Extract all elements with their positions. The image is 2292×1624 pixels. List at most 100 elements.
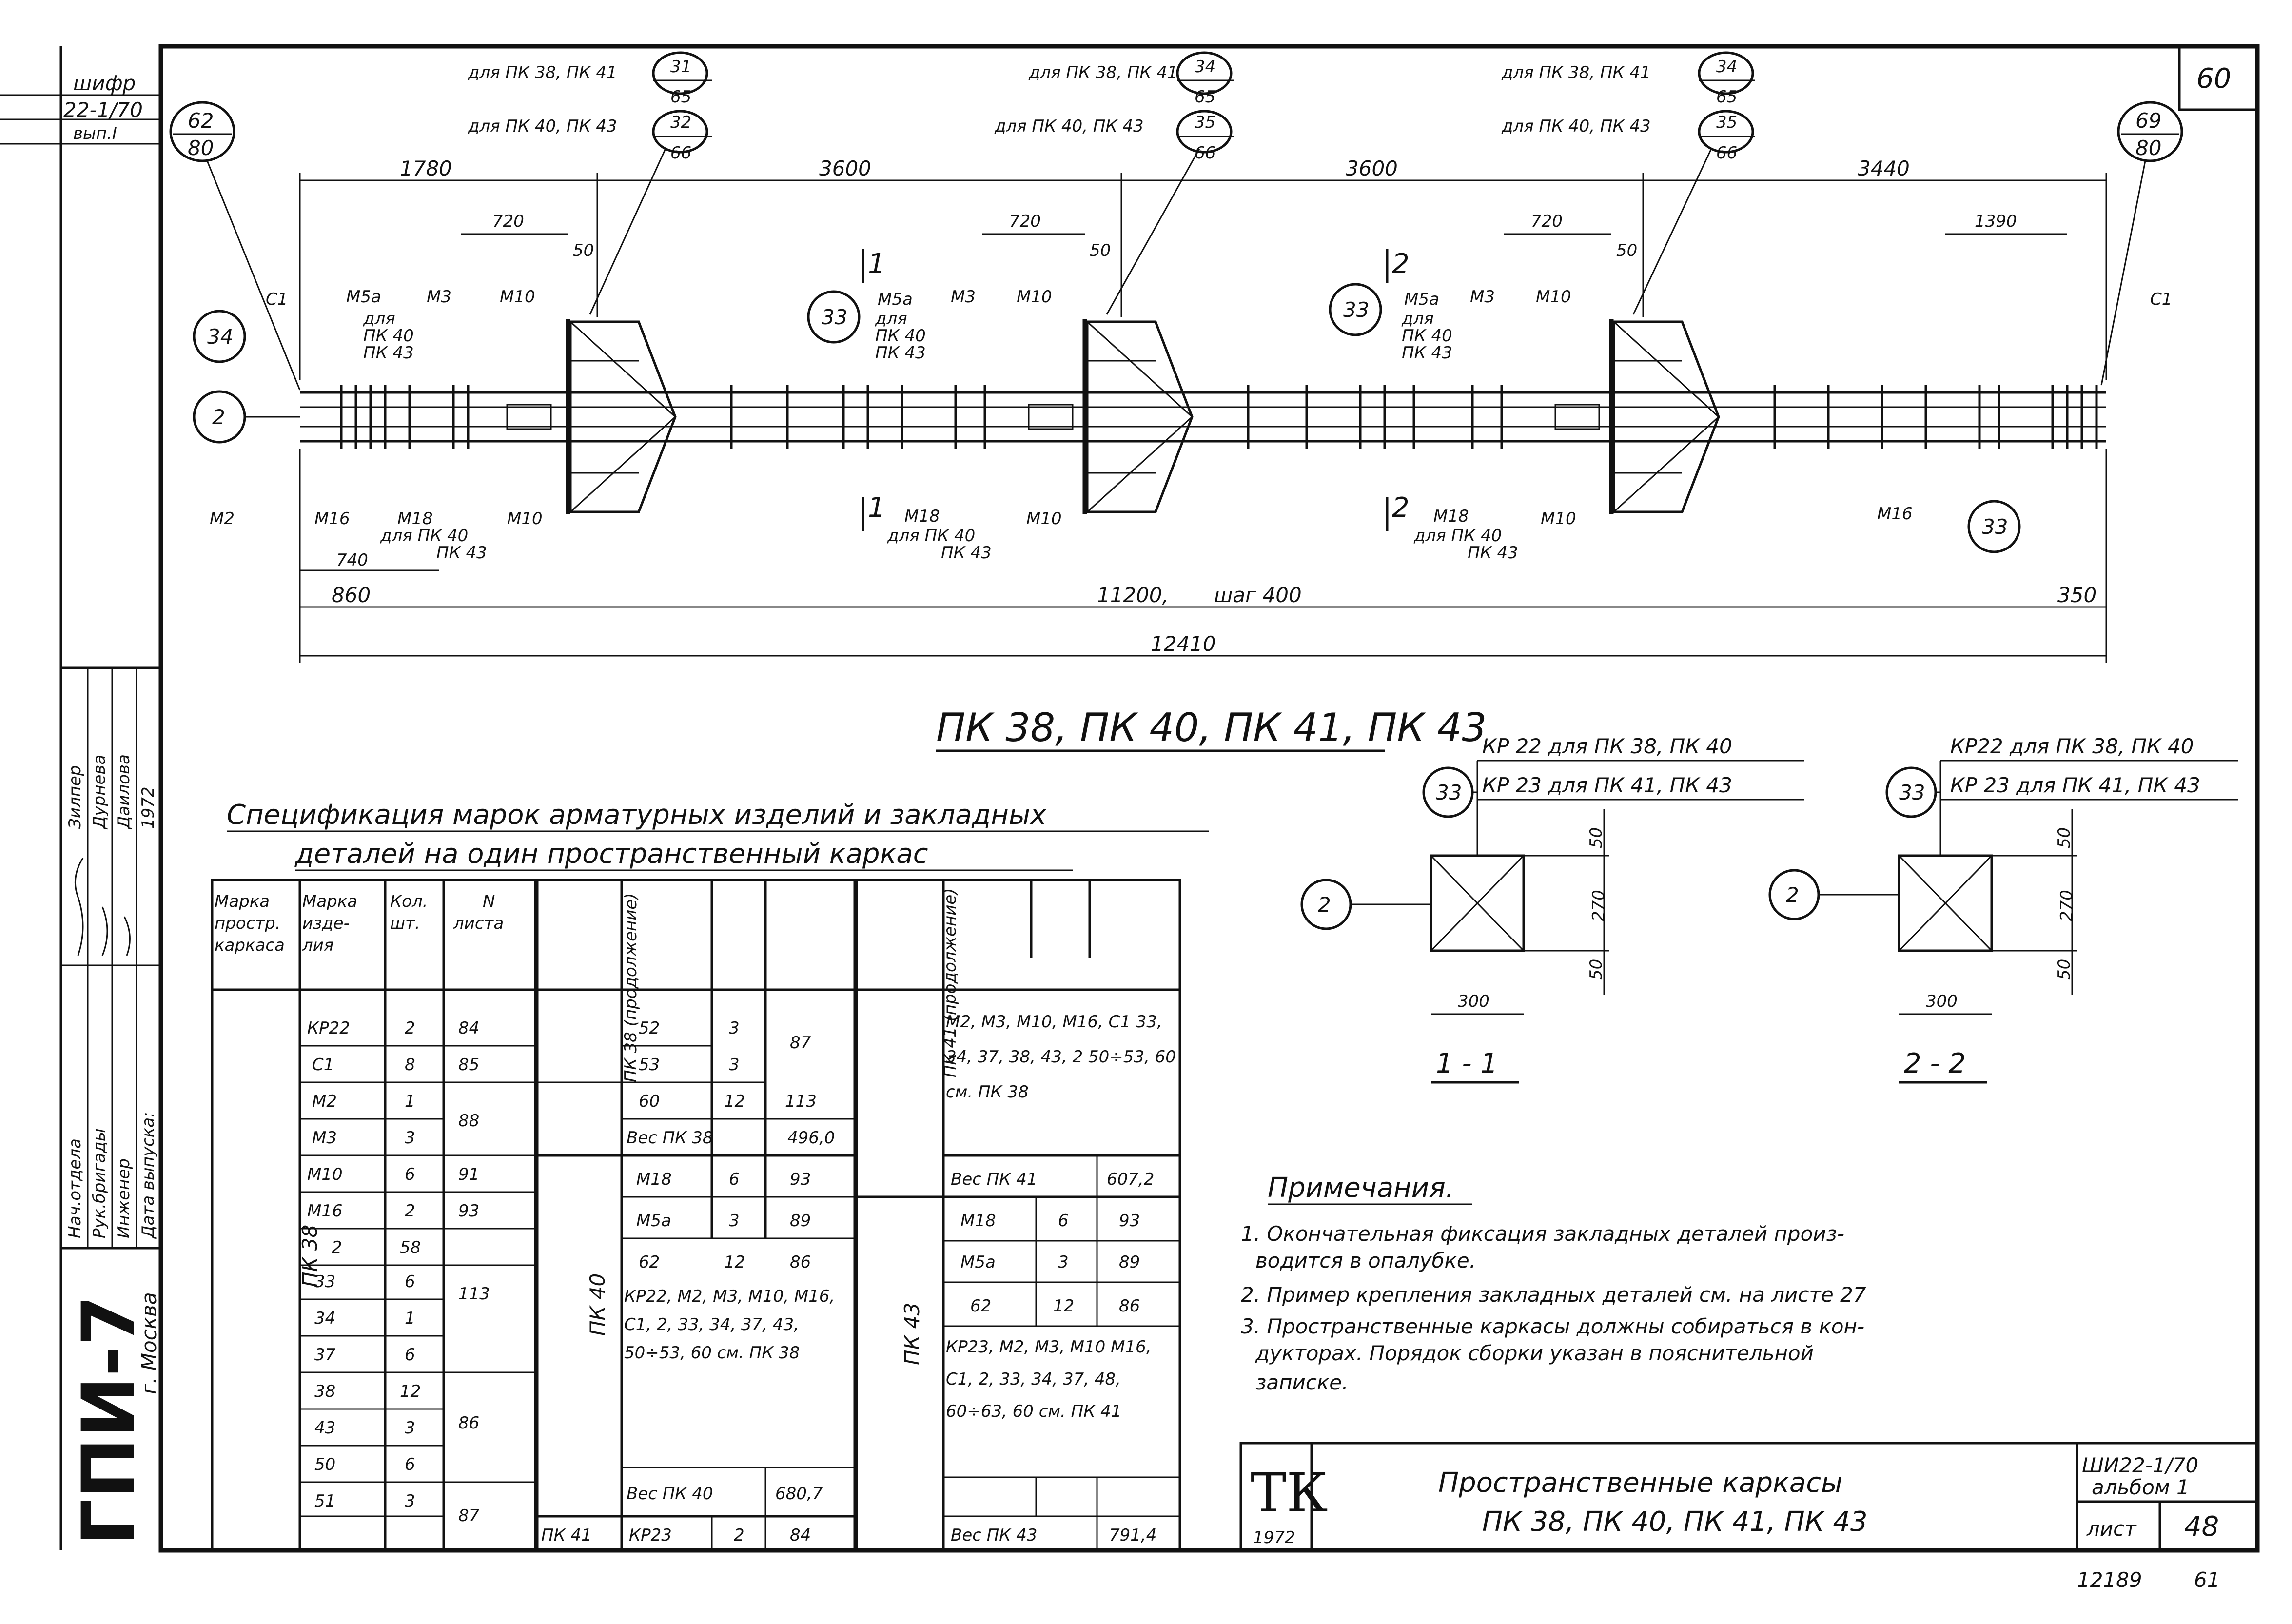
table-header: Марка простр. каркаса Марка изде- лия Ко… — [215, 892, 504, 955]
svg-text:34: 34 — [207, 325, 233, 349]
svg-text:53: 53 — [639, 1055, 660, 1075]
svg-text:М18: М18 — [397, 509, 433, 528]
org-name: ГПИ-7 — [67, 1295, 152, 1546]
callout-3: для ПК 38, ПК 41 для ПК 40, ПК 43 34 65 … — [1501, 51, 1755, 163]
svg-text:89: 89 — [790, 1211, 811, 1231]
svg-text:ПК 40: ПК 40 — [875, 326, 926, 346]
svg-text:8: 8 — [405, 1055, 415, 1075]
svg-text:38: 38 — [314, 1382, 335, 1401]
svg-text:2: 2 — [1318, 893, 1331, 917]
svg-text:860: 860 — [332, 583, 371, 607]
title-block: ТК 1972 Пространственные каркасы ПК 38, … — [1239, 1442, 2259, 1552]
svg-text:3600: 3600 — [1346, 157, 1398, 180]
svg-text:66: 66 — [1716, 143, 1737, 163]
svg-text:607,2: 607,2 — [1107, 1170, 1154, 1189]
svg-text:М16: М16 — [307, 1201, 343, 1221]
svg-text:М3: М3 — [312, 1128, 337, 1148]
svg-text:М10: М10 — [1536, 287, 1571, 307]
svg-text:М18: М18 — [960, 1211, 996, 1231]
svg-text:43: 43 — [314, 1418, 335, 1438]
elevation-labels: С1 М5а для ПК 40 ПК 43 М3 М10 М2 М16 М18… — [210, 248, 2172, 563]
svg-text:52: 52 — [639, 1018, 660, 1038]
svg-text:62: 62 — [188, 109, 214, 133]
svg-text:Спецификация марок арматурных: Спецификация марок арматурных изделий и … — [227, 799, 1047, 831]
svg-text:для ПК 38, ПК 41: для ПК 38, ПК 41 — [1501, 63, 1651, 82]
svg-text:М10: М10 — [1017, 287, 1052, 307]
svg-text:шаг 400: шаг 400 — [1214, 583, 1302, 607]
svg-text:6: 6 — [729, 1170, 740, 1189]
svg-text:М5а: М5а — [346, 287, 381, 307]
svg-text:ПК 43: ПК 43 — [436, 543, 487, 563]
svg-text:350: 350 — [2057, 583, 2096, 607]
svg-text:М3: М3 — [1470, 287, 1495, 307]
main-title: ПК 38, ПК 40, ПК 41, ПК 43 — [936, 705, 1487, 750]
svg-text:3. Пространственные каркасы до: 3. Пространственные каркасы должны собир… — [1241, 1314, 1864, 1338]
svg-text:86: 86 — [1119, 1296, 1140, 1316]
svg-text:ПК 43: ПК 43 — [941, 543, 992, 563]
svg-text:для: для — [363, 309, 395, 329]
stamp-code: 22-1/70 — [63, 98, 143, 122]
svg-text:35: 35 — [1195, 113, 1215, 132]
group2-rows: ПК 38 (продолжение) 52 3 87 53 3 60 12 1… — [536, 893, 856, 1550]
svg-text:113: 113 — [785, 1092, 817, 1111]
svg-text:496,0: 496,0 — [787, 1128, 835, 1148]
page-number: 61 — [2194, 1568, 2220, 1592]
svg-text:66: 66 — [670, 143, 691, 163]
svg-text:М10: М10 — [1541, 509, 1576, 528]
svg-text:65: 65 — [1195, 87, 1215, 107]
svg-text:М18: М18 — [636, 1170, 672, 1189]
svg-text:М10: М10 — [1026, 509, 1062, 528]
svg-text:ПК 43: ПК 43 — [1468, 543, 1518, 563]
svg-text:ПК 40: ПК 40 — [1402, 326, 1452, 346]
svg-text:3: 3 — [1058, 1252, 1069, 1272]
svg-text:Марка: Марка — [215, 892, 270, 911]
svg-text:ПК 43: ПК 43 — [363, 343, 414, 363]
svg-text:300: 300 — [1926, 992, 1958, 1011]
svg-text:32: 32 — [670, 113, 691, 132]
svg-text:791,4: 791,4 — [1109, 1526, 1156, 1545]
svg-text:93: 93 — [458, 1201, 479, 1221]
top-left-stamp: шифр 22-1/70 вып.I — [0, 71, 161, 145]
svg-text:6: 6 — [405, 1272, 415, 1291]
sheet-border — [158, 44, 2260, 1553]
svg-text:6: 6 — [405, 1345, 415, 1365]
svg-text:ПК 38, ПК 40, ПК 41, ПК 43: ПК 38, ПК 40, ПК 41, ПК 43 — [1482, 1506, 1868, 1538]
svg-text:М5а: М5а — [1404, 290, 1439, 309]
svg-text:КР22: КР22 — [307, 1018, 350, 1038]
svg-text:Зилпер: Зилпер — [65, 765, 85, 829]
svg-text:Рук.бригады: Рук.бригады — [90, 1128, 109, 1238]
svg-text:для ПК 38, ПК 41: для ПК 38, ПК 41 — [1028, 63, 1178, 82]
stirrups — [340, 385, 2098, 449]
svg-text:Вес ПК 38: Вес ПК 38 — [627, 1128, 713, 1148]
svg-text:300: 300 — [1458, 992, 1489, 1011]
svg-text:КР 23 для ПК 41, ПК 43: КР 23 для ПК 41, ПК 43 — [1950, 773, 2200, 797]
svg-text:2: 2 — [1786, 883, 1799, 907]
callout-2: для ПК 38, ПК 41 для ПК 40, ПК 43 34 65 … — [994, 51, 1234, 163]
svg-text:2 - 2: 2 - 2 — [1904, 1048, 1966, 1079]
ref-right: 69 80 — [2100, 101, 2183, 386]
svg-text:31: 31 — [670, 57, 691, 77]
svg-text:С1: С1 — [2150, 290, 2172, 309]
svg-text:М18: М18 — [1433, 507, 1469, 526]
svg-text:113: 113 — [458, 1284, 490, 1304]
svg-text:1 - 1: 1 - 1 — [1436, 1048, 1498, 1079]
svg-text:альбом 1: альбом 1 — [2092, 1475, 2190, 1499]
group3-rows: ПК 41 (продолжение) М2, М3, М10, М16, С1… — [856, 888, 1180, 1550]
svg-text:М3: М3 — [427, 287, 451, 307]
svg-text:1: 1 — [868, 492, 885, 524]
svg-text:2: 2 — [332, 1238, 342, 1257]
svg-text:Вес ПК 41: Вес ПК 41 — [951, 1170, 1038, 1189]
corner-number: 60 — [2196, 63, 2231, 95]
svg-text:33: 33 — [1436, 781, 1462, 804]
svg-text:33: 33 — [314, 1272, 335, 1291]
svg-text:89: 89 — [1119, 1252, 1140, 1272]
group1-rows: ПК 38 КР22 2 84 С1 8 85 М2 1 88 М3 3 М10… — [298, 1018, 536, 1526]
svg-text:33: 33 — [1343, 298, 1369, 322]
svg-text:1: 1 — [405, 1092, 415, 1111]
svg-text:М3: М3 — [951, 287, 976, 307]
svg-text:М10: М10 — [507, 509, 543, 528]
svg-text:каркаса: каркаса — [215, 936, 285, 955]
svg-text:84: 84 — [790, 1526, 811, 1545]
svg-text:87: 87 — [458, 1506, 480, 1526]
svg-text:3: 3 — [405, 1128, 415, 1148]
